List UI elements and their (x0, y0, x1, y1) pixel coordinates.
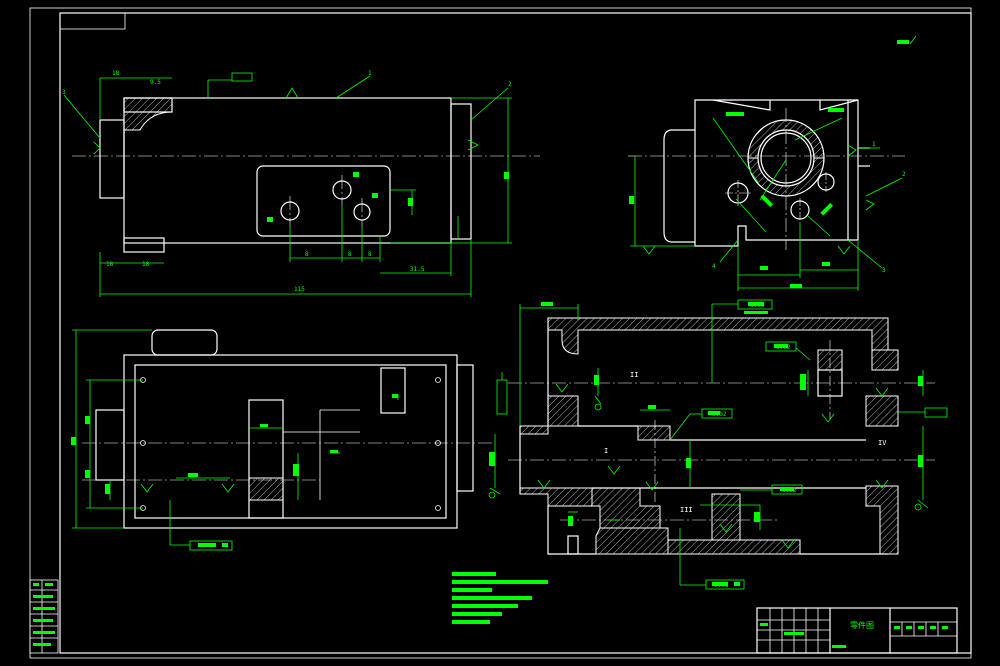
left-margin-table (29, 579, 59, 654)
tolerance-value-4: 0.02 (782, 487, 797, 494)
top-view-dimensions: 18 9.5 18 18 115 8 8 8 31.5 1 2 (62, 70, 512, 297)
dim-top-3: 18 (106, 261, 114, 268)
callout-side-2: 2 (902, 171, 906, 178)
front-view (82, 329, 495, 529)
callout-side-4: 4 (712, 263, 716, 270)
dim-top-8: 31.5 (410, 266, 425, 273)
section-label-3: III (680, 506, 693, 514)
callout-top-2: 2 (508, 81, 512, 88)
section-label-2: II (630, 371, 638, 379)
sheet-border (29, 7, 972, 659)
callout-top-1: 1 (368, 70, 372, 77)
front-view-dimensions (71, 329, 508, 551)
dim-top-6: 8 (348, 251, 352, 258)
section-label-4: IV (878, 439, 887, 447)
dim-top-5: 8 (305, 251, 309, 258)
top-view (72, 97, 540, 253)
callout-top-3: 3 (62, 89, 66, 96)
side-view (628, 99, 905, 250)
dim-top-7: 8 (368, 251, 372, 258)
dim-top-4: 18 (142, 261, 150, 268)
tolerance-value-2: 0.02 (776, 344, 791, 351)
dim-top-2: 9.5 (150, 79, 161, 86)
drawing-name: 零件图 (850, 620, 874, 630)
tolerance-value-5: 0.03 (714, 582, 729, 589)
side-view-dimensions: 1 2 3 4 (629, 35, 917, 291)
section-view-dimensions: 0.03 0.02 0.02 0.02 0.03 (488, 299, 948, 590)
section-view: I II III IV (508, 317, 935, 555)
technical-notes (452, 572, 548, 624)
title-block: 零件图 (756, 607, 958, 654)
tolerance-value-3: 0.02 (712, 411, 727, 418)
section-label-1: I (604, 447, 608, 455)
callout-side-3: 3 (882, 267, 886, 274)
dim-top-total: 115 (294, 286, 305, 293)
callout-side-1: 1 (872, 141, 876, 148)
tolerance-value-1: 0.03 (750, 302, 765, 309)
dim-top-1: 18 (112, 70, 120, 77)
